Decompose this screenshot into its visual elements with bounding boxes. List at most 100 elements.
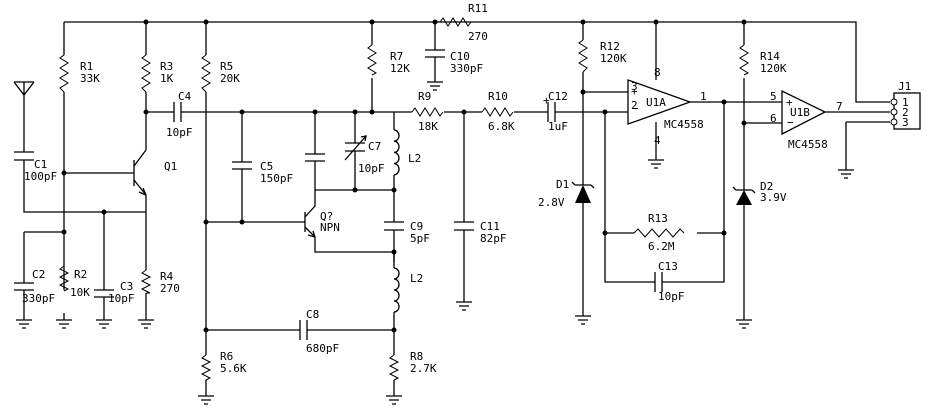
- C7-value: 10pF: [358, 162, 385, 175]
- J1-pin-1: 1: [902, 96, 909, 109]
- R12-symbol: [578, 39, 588, 73]
- L2-upper-symbol: [393, 129, 400, 176]
- J1-connector: [890, 92, 921, 130]
- C8-value: 680pF: [306, 342, 339, 355]
- C1-value: 100pF: [24, 170, 57, 183]
- opamps: + − + −: [627, 79, 827, 136]
- R6-ref: R6: [220, 350, 233, 363]
- D1-symbol: [571, 181, 595, 203]
- R13-symbol: [633, 228, 685, 238]
- C3-symbol: [94, 289, 114, 298]
- C11-symbol: [454, 221, 474, 231]
- J1-pin-2: 2: [902, 106, 909, 119]
- D1-value: 2.8V: [538, 196, 565, 209]
- D2-value: 3.9V: [760, 191, 787, 204]
- R14-ref: R14: [760, 50, 780, 63]
- R12-value: 120K: [600, 52, 627, 65]
- R1-symbol: [59, 54, 69, 93]
- R10-ref: R10: [488, 90, 508, 103]
- svg-text:+: +: [786, 96, 793, 109]
- inductors: [393, 129, 400, 313]
- U1B-pin-minus: 6: [770, 112, 777, 125]
- R6-symbol: [200, 354, 212, 381]
- C9-value: 5pF: [410, 232, 430, 245]
- R1-ref: R1: [80, 60, 93, 73]
- R8-symbol: [388, 354, 400, 381]
- J1-pin-3: 3: [902, 116, 909, 129]
- U1A-pin-gnd: 4: [654, 134, 661, 147]
- R9-ref: R9: [418, 90, 431, 103]
- R5-symbol: [201, 54, 211, 93]
- L2-upper-ref: L2: [408, 152, 421, 165]
- U1A-pin-vcc: 8: [654, 66, 661, 79]
- R9-symbol: [411, 107, 444, 117]
- C3-value: 10pF: [108, 292, 135, 305]
- R13-value: 6.2M: [648, 240, 675, 253]
- R5-value: 20K: [220, 72, 240, 85]
- C7-symbol: [344, 135, 367, 161]
- U1A-part: MC4558: [664, 118, 704, 131]
- resistors: [58, 17, 750, 381]
- capacitors: +: [14, 49, 663, 340]
- C5-value: 150pF: [260, 172, 293, 185]
- U1A-pin-minus: 2: [631, 99, 638, 112]
- svg-text:+: +: [631, 85, 638, 98]
- C6-symbol: [305, 153, 325, 162]
- C3-ref: C3: [120, 280, 133, 293]
- transistors: [128, 149, 316, 238]
- Q1-symbol: [128, 149, 147, 196]
- R12-ref: R12: [600, 40, 620, 53]
- R11-ref: R11: [468, 2, 488, 15]
- C13-value: 10pF: [658, 290, 685, 303]
- C1-symbol: [14, 151, 34, 161]
- U1A-symbol: [627, 79, 692, 125]
- R13-ref: R13: [648, 212, 668, 225]
- C1-ref: C1: [34, 158, 47, 171]
- C5-symbol: [232, 161, 252, 170]
- R7-symbol: [367, 44, 378, 76]
- R6-value: 5.6K: [220, 362, 247, 375]
- C5-ref: C5: [260, 160, 273, 173]
- Q2-value: NPN: [320, 221, 340, 234]
- R4-ref: R4: [160, 270, 174, 283]
- R8-ref: R8: [410, 350, 423, 363]
- C10-symbol: [425, 49, 445, 58]
- U1A-pin-out: 1: [700, 90, 707, 103]
- R1-value: 33K: [80, 72, 100, 85]
- R3-ref: R3: [160, 60, 173, 73]
- C11-value: 82pF: [480, 232, 507, 245]
- C2-ref: C2: [32, 268, 45, 281]
- C12-symbol: [547, 102, 556, 122]
- C8-symbol: [299, 320, 308, 340]
- R14-symbol: [739, 44, 750, 76]
- R9-value: 18K: [418, 120, 438, 133]
- Q2-ref: Q?: [320, 210, 333, 223]
- R10-symbol: [481, 107, 514, 117]
- J1-ref: J1: [898, 80, 911, 93]
- U1A-ref: U1A: [646, 96, 666, 109]
- Q1-ref: Q1: [164, 160, 177, 173]
- component-labels: R11 270 R1 33K R3 1K R5 20K R7 12K C10 3…: [22, 2, 911, 375]
- R7-value: 12K: [390, 62, 410, 75]
- svg-text:−: −: [632, 102, 639, 115]
- C10-value: 330pF: [450, 62, 483, 75]
- R4-value: 270: [160, 282, 180, 295]
- C2-value: 330pF: [22, 292, 55, 305]
- U1B-symbol: [781, 89, 827, 136]
- R11-symbol: [439, 17, 472, 27]
- Q2-symbol: [304, 190, 316, 238]
- U1B-part: MC4558: [788, 138, 828, 151]
- C2-symbol: [14, 282, 34, 291]
- D1-ref: D1: [556, 178, 569, 191]
- ground-symbols: [16, 81, 854, 405]
- diodes: [571, 181, 756, 205]
- C13-ref: C13: [658, 260, 678, 273]
- C9-ref: C9: [410, 220, 423, 233]
- U1B-pin-out: 7: [836, 100, 843, 113]
- C12-ref: C12: [548, 90, 568, 103]
- C12-value: 1uF: [548, 120, 568, 133]
- R3-symbol: [141, 54, 151, 93]
- C10-ref: C10: [450, 50, 470, 63]
